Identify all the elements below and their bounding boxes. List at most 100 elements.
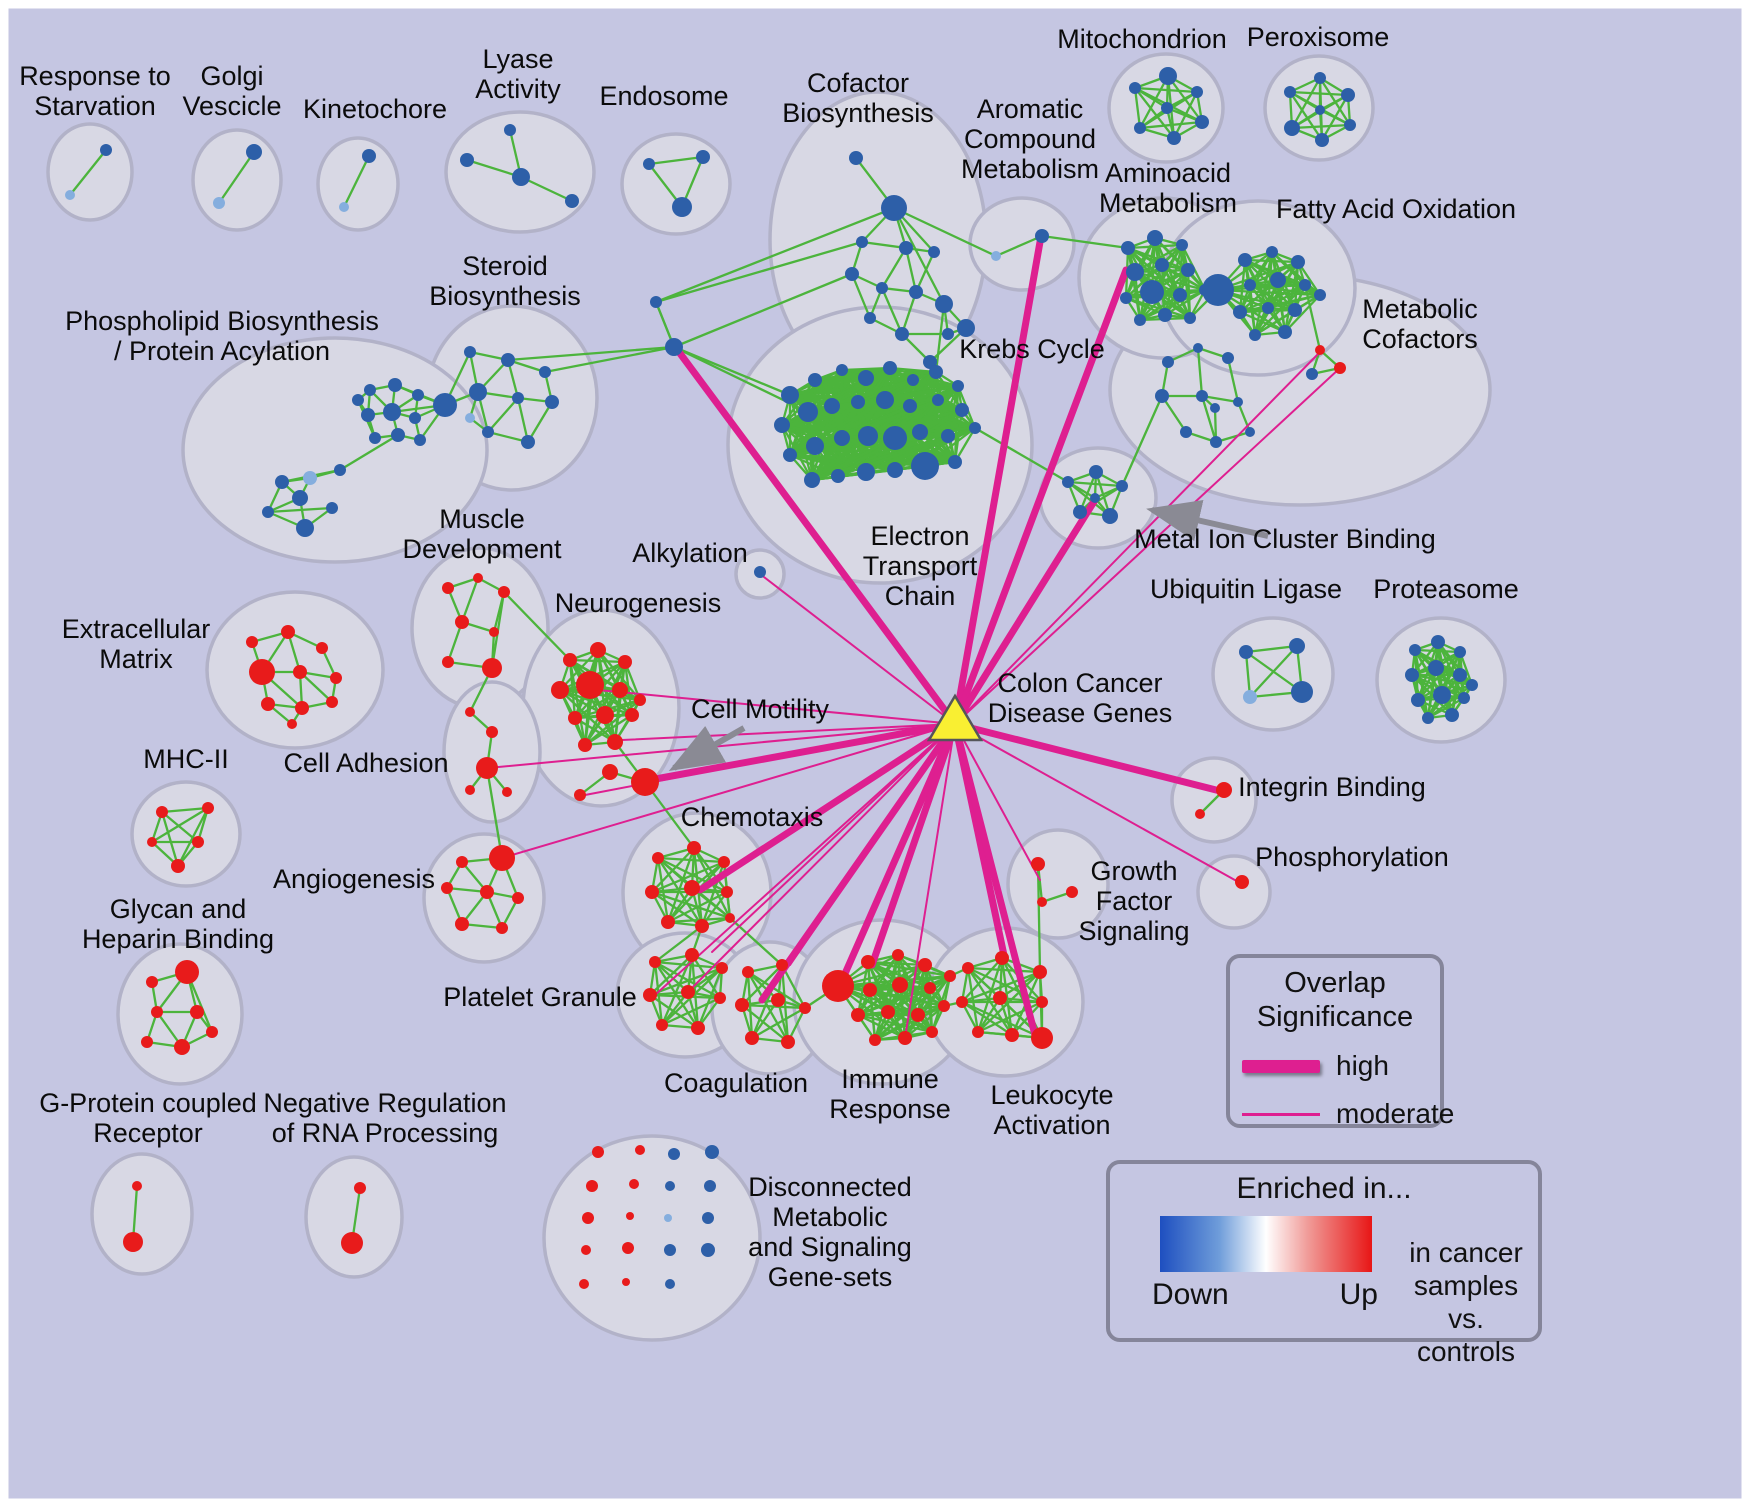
- gene-set-node-angiogenesis: [441, 882, 453, 894]
- label-mhc-ii: MHC-II: [143, 744, 228, 774]
- gene-set-node-chemotaxis: [687, 841, 701, 855]
- gene-set-node-chemotaxis: [661, 915, 675, 929]
- gene-set-node-aminoacid-metabolism: [1158, 308, 1172, 322]
- label-coagulation: Coagulation: [664, 1068, 808, 1098]
- gene-set-node-disconnected-gene-sets: [704, 1180, 716, 1192]
- overlap-edge-moderate: [711, 723, 956, 953]
- gene-set-node-peroxisome: [1315, 133, 1329, 147]
- overlap-edge-moderate: [759, 573, 956, 725]
- overlap-edge-moderate: [954, 367, 1341, 725]
- gene-set-node-disconnected-gene-sets: [626, 1212, 634, 1220]
- gene-set-node-extracellular-matrix: [249, 659, 275, 685]
- cluster-ellipse-endosome: [620, 132, 732, 236]
- enrichment-edge-chemotaxis: [666, 846, 696, 924]
- label-cell-motility-label: Cell Motility: [691, 694, 830, 724]
- gene-set-node-golgi-vescicle: [213, 197, 225, 209]
- gene-set-node-cofactor-biosynthesis: [909, 285, 923, 299]
- gene-set-node-proteasome: [1428, 660, 1444, 676]
- enrichment-edge-electron-transport-chain: [810, 434, 870, 482]
- enrichment-edge-immune-response: [886, 974, 952, 1014]
- gene-set-node-alkylation: [754, 566, 766, 578]
- gene-set-node-mitochondrion: [1161, 102, 1173, 114]
- gene-set-node-immune-response: [892, 977, 908, 993]
- gene-set-node-leukocyte-activation: [962, 962, 974, 974]
- overlap-edge-high: [696, 720, 959, 894]
- note-line2: samples: [1413, 1270, 1519, 1301]
- gene-set-node-electron-transport-chain: [836, 364, 848, 376]
- gene-set-node-disconnected-gene-sets: [668, 1148, 680, 1160]
- label-krebs-cycle-label: Krebs Cycle: [959, 334, 1105, 364]
- enrichment-edge-metabolic-cofactors: [1200, 394, 1240, 404]
- gene-set-node-electron-transport-chain: [774, 417, 790, 433]
- enrichment-edge-immune-response: [898, 974, 952, 987]
- gene-set-node-neurogenesis: [578, 738, 592, 752]
- gene-set-node-leukocyte-activation: [1005, 1028, 1019, 1042]
- enrichment-edge-coagulation: [780, 963, 790, 1044]
- enrichment-edge-platelet-granule: [648, 953, 694, 997]
- gene-set-node-neurogenesis: [612, 682, 628, 698]
- gene-set-node-lyase-activity: [460, 153, 474, 167]
- gene-set-node-immune-response: [944, 970, 956, 982]
- gene-set-node-phosphorylation: [1235, 875, 1249, 889]
- enrichment-edge-metabolic-cofactors: [1160, 394, 1188, 434]
- gene-set-node-proteasome: [1411, 693, 1425, 707]
- enrichment-edge-leukocyte-activation: [976, 956, 1004, 1034]
- enrichment-edge-neurogenesis: [568, 658, 587, 747]
- gene-set-node-cofactor-biosynthesis: [942, 328, 954, 340]
- overlap-edges-layer: [487, 238, 1341, 1039]
- enrichment-edge-coagulation: [750, 998, 780, 1040]
- gene-set-node-mhc-ii: [156, 806, 168, 818]
- enrichment-edge-kinetochore: [342, 154, 371, 209]
- enrichment-edge-cofactor-biosynthesis: [880, 246, 908, 290]
- gene-set-node-phospholipid-protein-acylation: [334, 464, 346, 476]
- gene-set-node-integrin-binding: [1195, 809, 1205, 819]
- gene-set-node-aminoacid-metabolism: [1184, 312, 1196, 324]
- gene-set-node-neurogenesis: [634, 694, 646, 706]
- enrichment-edge-aminoacid-metabolism: [1124, 263, 1164, 300]
- gene-set-node-leukocyte-activation: [1031, 1027, 1053, 1049]
- gene-set-node-chemotaxis: [695, 919, 709, 933]
- gene-set-node-metal-ion-cluster-binding: [1062, 476, 1074, 488]
- gene-set-node-metabolic-cofactors: [1196, 390, 1208, 402]
- enrichment-edge-cofactor-biosynthesis: [904, 246, 918, 294]
- gene-set-node-platelet-granule: [656, 1019, 668, 1031]
- gene-set-node-steroid-junction: [665, 338, 683, 356]
- gene-set-node-metal-ion-cluster-binding: [1089, 465, 1103, 479]
- gene-set-node-coagulation: [742, 966, 754, 978]
- enrichment-edge-mitochondrion: [1133, 86, 1199, 94]
- gene-set-node-peroxisome: [1341, 88, 1355, 102]
- gene-set-node-extracellular-matrix: [287, 719, 297, 729]
- gene-set-node-cell-motility-nodes: [631, 768, 659, 796]
- gene-set-node-peroxisome: [1344, 119, 1356, 131]
- gene-set-node-aminoacid-metabolism: [1134, 314, 1146, 326]
- gene-set-node-phospholipid-protein-acylation: [412, 389, 424, 401]
- enrichment-edge-electron-transport-chain: [864, 426, 977, 474]
- gradient-endpoint-labels: Down Up: [1152, 1278, 1378, 1312]
- enrichment-edge-cofactor-biosynthesis: [892, 206, 946, 306]
- overlap-edge-high: [672, 344, 959, 728]
- enrichment-edge-electron-transport-chain: [883, 384, 960, 402]
- gene-set-node-electron-transport-chain: [903, 399, 917, 413]
- gene-set-node-phospholipid-protein-acylation: [262, 506, 274, 518]
- overlap-edge-high: [951, 238, 1044, 728]
- callout-arrow: [1146, 500, 1269, 541]
- enrichment-edge-platelet-granule: [660, 990, 690, 1027]
- legend-overlap-significance: Overlap Significance high moderate: [1226, 954, 1454, 1129]
- enrichment-edge-neurogenesis: [583, 698, 642, 747]
- gene-set-node-electron-transport-chain: [806, 437, 824, 455]
- gene-set-node-angiogenesis: [489, 845, 515, 871]
- gene-set-node-steroid-biosynthesis: [521, 435, 535, 449]
- gene-set-node-proteasome: [1458, 692, 1470, 704]
- enrichment-edge-electron-transport-chain: [780, 368, 844, 427]
- overlap-edge-moderate: [904, 723, 956, 1039]
- gene-set-node-phospholipid-protein-acylation: [433, 393, 457, 417]
- gene-set-node-electron-transport-chain: [883, 361, 897, 375]
- gene-set-node-metabolic-cofactors: [1193, 343, 1203, 353]
- gene-set-node-immune-response: [881, 1005, 895, 1019]
- legend-overlap-title-line1: Overlap: [1284, 967, 1386, 999]
